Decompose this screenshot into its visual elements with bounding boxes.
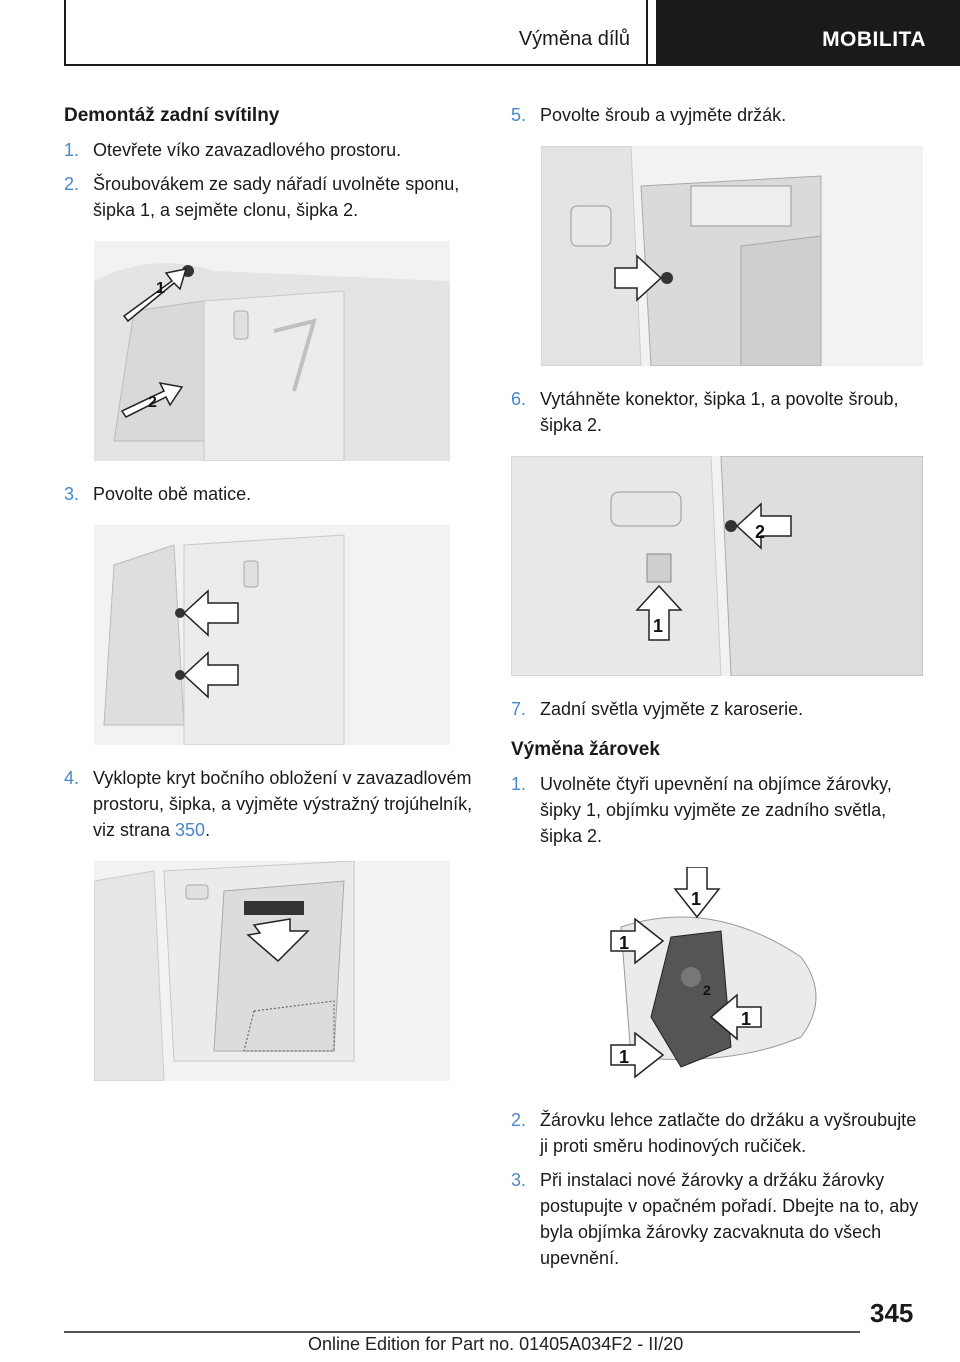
step-right-5: 5. Povolte šroub a vyjměte držák.	[511, 102, 923, 128]
step-number: 5.	[511, 105, 527, 125]
figure-label: 1	[619, 1047, 629, 1067]
footer-rule	[64, 1331, 860, 1333]
step-number: 6.	[511, 389, 527, 409]
step-text: Otevřete víko zavazadlového prostoru.	[93, 140, 402, 160]
header-rule	[64, 64, 960, 66]
step-text: Žárovku lehce zatlačte do držáku a vyšro…	[540, 1110, 917, 1156]
step-text: Při instalaci nové žárovky a držáku žáro…	[540, 1170, 919, 1268]
footer-edition: Online Edition for Part no. 01405A034F2 …	[308, 1334, 684, 1354]
figure-label: 1	[691, 889, 701, 909]
step-left-2: 2. Šroubovákem ze sady nářadí uvolněte s…	[64, 171, 476, 223]
figure-trim-clip: 1 2	[94, 241, 450, 461]
figure-label: 2	[148, 394, 157, 411]
step-text: Vyklopte kryt bočního obložení v zavazad…	[93, 765, 476, 843]
figure-label: 1	[741, 1009, 751, 1029]
step-text: Šroubovákem ze sady nářadí uvolněte spon…	[93, 174, 460, 220]
figure-connector-screw: 2 1	[511, 456, 923, 676]
step-right-7: 7. Zadní světla vyjměte z karoserie.	[511, 696, 923, 722]
step-number: 1.	[511, 774, 527, 794]
page-number: 345	[870, 1298, 914, 1328]
figure-label: 1	[156, 280, 165, 297]
step-bulb-2: 2. Žárovku lehce zatlačte do držáku a vy…	[511, 1107, 923, 1159]
section-heading-removal: Demontáž zadní svítilny	[64, 105, 280, 126]
step-right-6: 6. Vytáhněte konektor, šipka 1, a povolt…	[511, 386, 923, 438]
step-left-4: 4. Vyklopte kryt bočního obložení v zava…	[64, 765, 476, 843]
figure-two-nuts	[94, 525, 450, 745]
header-section-title: Výměna dílů	[518, 28, 630, 50]
step-text: Zadní světla vyjměte z karoserie.	[540, 699, 804, 719]
step-text: Vytáhněte konektor, šipka 1, a povolte š…	[540, 389, 899, 435]
step-number: 1.	[64, 140, 80, 160]
left-column: Demontáž zadní svítilny 1. Otevřete víko…	[64, 102, 476, 1101]
step-number: 3.	[511, 1170, 527, 1190]
section-heading-bulbs: Výměna žárovek	[511, 739, 660, 760]
step-number: 2.	[511, 1110, 527, 1130]
figure-label: 1	[653, 616, 663, 636]
step-text-part: Vyklopte kryt bočního obložení v zavazad…	[93, 768, 473, 840]
header-left-rule	[64, 0, 66, 66]
step-number: 4.	[64, 768, 80, 788]
step-bulb-3: 3. Při instalaci nové žárovky a držáku ž…	[511, 1167, 923, 1271]
step-text: Povolte šroub a vyjměte držák.	[540, 105, 787, 125]
step-number: 3.	[64, 484, 80, 504]
figure-label: 2	[703, 982, 711, 998]
step-number: 7.	[511, 699, 527, 719]
step-left-3: 3. Povolte obě matice.	[64, 481, 476, 507]
right-column: 5. Povolte šroub a vyjměte držák. 6. Vyt…	[511, 102, 923, 1279]
step-number: 2.	[64, 174, 80, 194]
page-reference-link[interactable]: 350	[175, 820, 206, 840]
step-left-1: 1. Otevřete víko zavazadlového prostoru.	[64, 137, 476, 163]
step-text: Povolte obě matice.	[93, 484, 252, 504]
figure-bulb-socket: 1 1 2 1 1	[591, 867, 831, 1087]
figure-side-cover	[94, 861, 450, 1081]
header-chapter-title: MOBILITA	[822, 28, 926, 51]
figure-label: 2	[755, 522, 765, 542]
step-bulb-1: 1. Uvolněte čtyři upevnění na objímce žá…	[511, 771, 923, 849]
step-text: Uvolněte čtyři upevnění na objímce žárov…	[540, 774, 892, 846]
header-chapter-tab: MOBILITA	[656, 0, 960, 66]
figure-label: 1	[619, 933, 629, 953]
step-text-part: .	[205, 820, 211, 840]
figure-holder-screw	[541, 146, 923, 366]
header-section: Výměna dílů	[66, 0, 648, 64]
